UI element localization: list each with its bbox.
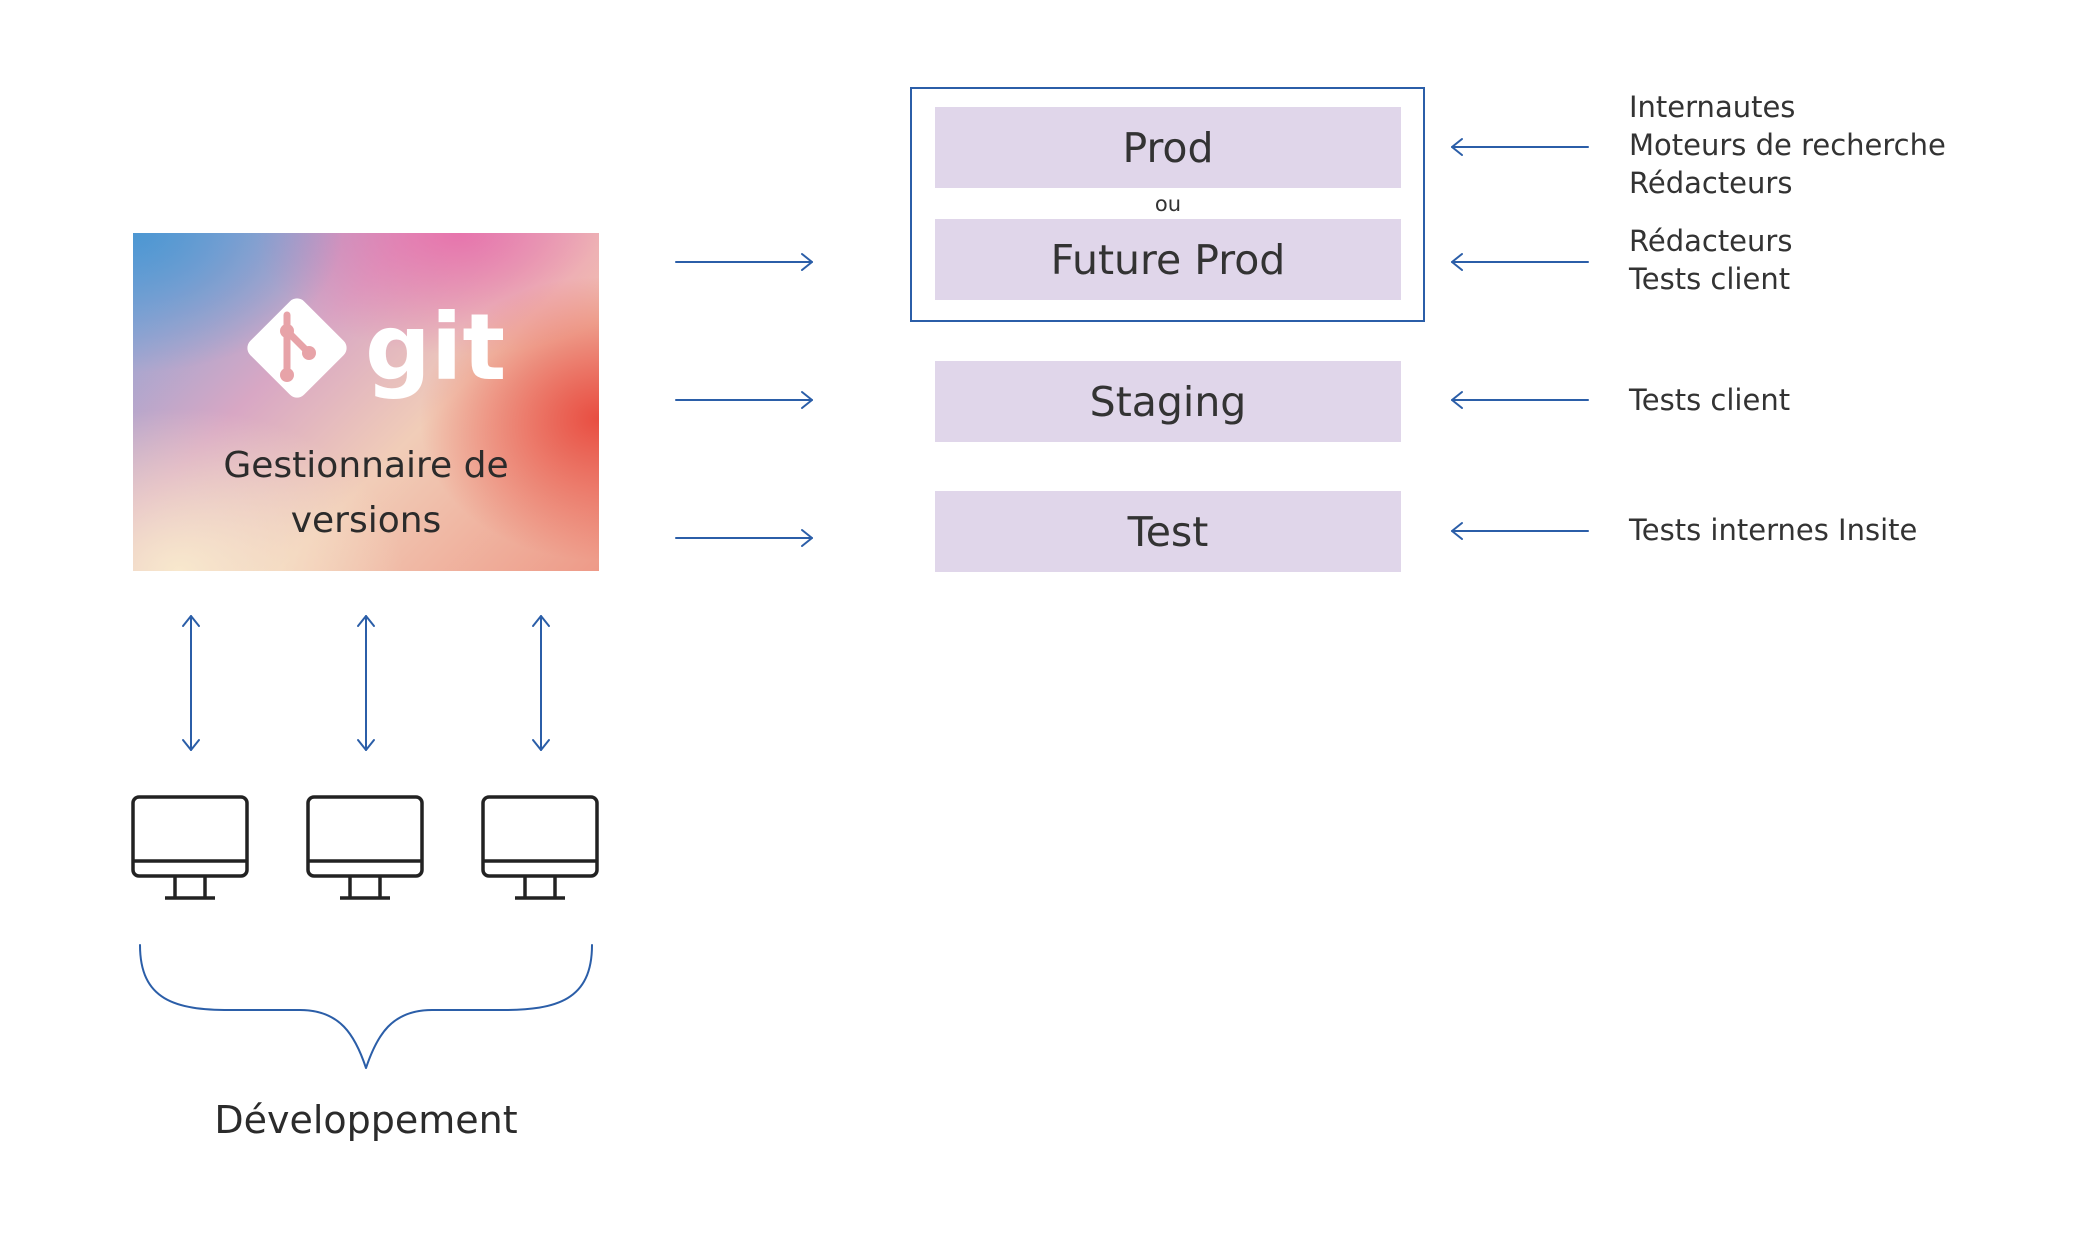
caption-line-1: Gestionnaire de [223,445,509,486]
version-control-caption: Gestionnaire de versions [133,438,599,548]
double-arrow-icon [182,615,200,751]
curly-brace-icon [139,944,593,1069]
audience-future-prod-list: Rédacteurs Tests client [1629,222,1792,298]
double-arrow-icon [532,615,550,751]
arrow-left-icon [1451,391,1589,409]
audience-item: Moteurs de recherche [1629,128,1946,162]
env-test-label: Test [1127,507,1209,556]
caption-line-2: versions [290,500,442,541]
audience-item: Rédacteurs [1629,224,1793,258]
audience-prod-list: Internautes Moteurs de recherche Rédacte… [1629,88,1946,202]
env-test-box: Test [935,491,1401,572]
git-logo-text: git [365,294,503,401]
arrow-right-icon [675,529,813,547]
env-staging-box: Staging [935,361,1401,442]
env-prod-label: Prod [1122,123,1214,172]
audience-item: Tests internes Insite [1629,513,1918,547]
audience-test-list: Tests internes Insite [1629,511,1917,549]
audience-item: Tests client [1629,383,1791,417]
double-arrow-icon [357,615,375,751]
env-staging-label: Staging [1089,377,1247,426]
env-prod-box: Prod [935,107,1401,188]
env-future-prod-box: Future Prod [935,219,1401,300]
env-future-prod-label: Future Prod [1050,235,1286,284]
git-logo-icon: git [243,293,503,403]
audience-item: Tests client [1629,262,1791,296]
arrow-right-icon [675,253,813,271]
monitor-icon [481,795,599,900]
arrow-right-icon [675,391,813,409]
arrow-left-icon [1451,522,1589,540]
arrow-left-icon [1451,253,1589,271]
env-or-label: ou [1154,192,1182,216]
monitor-icon [131,795,249,900]
version-control-card: git Gestionnaire de versions [133,233,599,571]
audience-staging-list: Tests client [1629,381,1790,419]
audience-item: Rédacteurs [1629,166,1793,200]
audience-item: Internautes [1629,90,1796,124]
monitor-icon [306,795,424,900]
developers-label: Développement [214,1098,518,1142]
arrow-left-icon [1451,138,1589,156]
production-group-frame [910,87,1425,322]
